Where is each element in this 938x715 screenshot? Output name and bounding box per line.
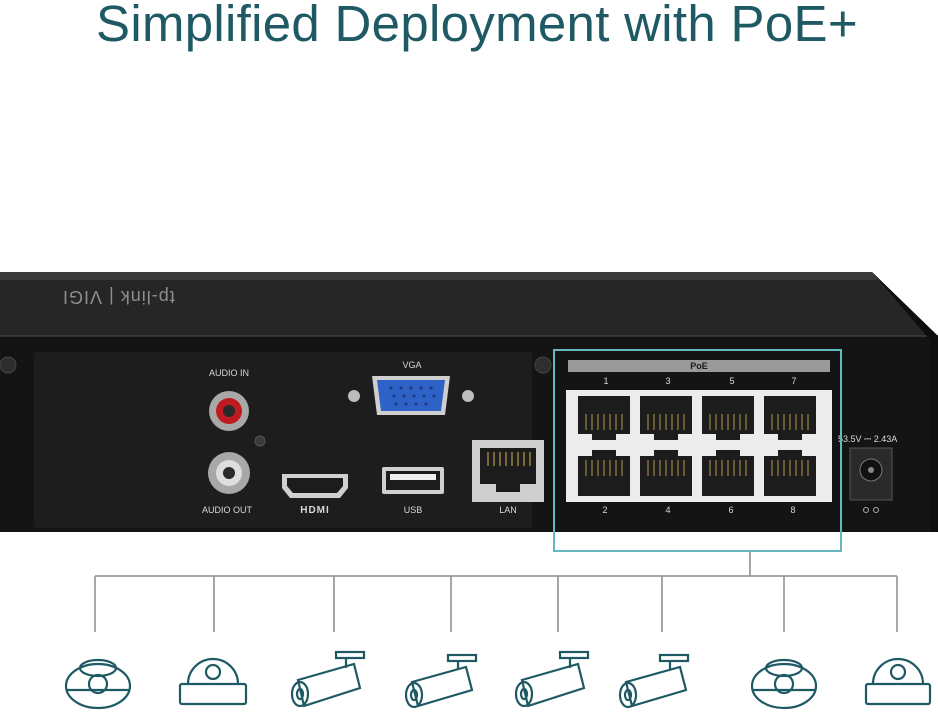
port-number-6: 6 — [728, 505, 734, 515]
brand-logo: tp-link | VIGI — [62, 287, 175, 307]
headline: Simplified Deployment with PoE+ — [96, 0, 858, 52]
screw-icon — [0, 356, 17, 374]
lan-label: LAN — [499, 505, 517, 515]
connection-lines — [94, 552, 898, 632]
lan-port — [472, 440, 544, 502]
poe-switch-block — [566, 390, 832, 502]
hdmi-port — [282, 474, 348, 498]
vga-port — [348, 376, 474, 415]
bullet-camera-icon — [290, 650, 366, 708]
dc-power-jack — [849, 447, 893, 501]
bullet-camera-icon — [514, 650, 590, 708]
audio-in-label: AUDIO IN — [208, 368, 250, 378]
audio-out-label: AUDIO OUT — [201, 505, 253, 515]
port-number-5: 5 — [729, 376, 735, 386]
audio-out-port — [208, 452, 250, 494]
hdmi-label: HDMI — [300, 505, 330, 516]
usb-port — [382, 467, 444, 494]
port-number-8: 8 — [790, 505, 796, 515]
vga-label: VGA — [402, 360, 422, 370]
turret-camera-icon — [178, 657, 248, 706]
turret-camera-icon — [864, 657, 932, 706]
poe-label: PoE — [568, 360, 830, 372]
bullet-camera-icon — [618, 653, 690, 709]
dome-camera-icon — [750, 658, 818, 710]
poe-highlight-box — [553, 349, 842, 552]
power-rating-label: 53.5V ⎓ 2.43A — [838, 434, 898, 444]
port-number-1: 1 — [603, 376, 609, 386]
bullet-camera-icon — [404, 653, 478, 709]
port-number-3: 3 — [665, 376, 671, 386]
port-number-2: 2 — [602, 505, 608, 515]
screw-icon — [534, 356, 552, 374]
audio-in-port — [209, 391, 249, 431]
usb-label: USB — [403, 505, 423, 515]
device-top-surface — [0, 272, 938, 336]
dome-camera-icon — [64, 658, 132, 710]
port-number-4: 4 — [665, 505, 671, 515]
port-number-7: 7 — [791, 376, 797, 386]
